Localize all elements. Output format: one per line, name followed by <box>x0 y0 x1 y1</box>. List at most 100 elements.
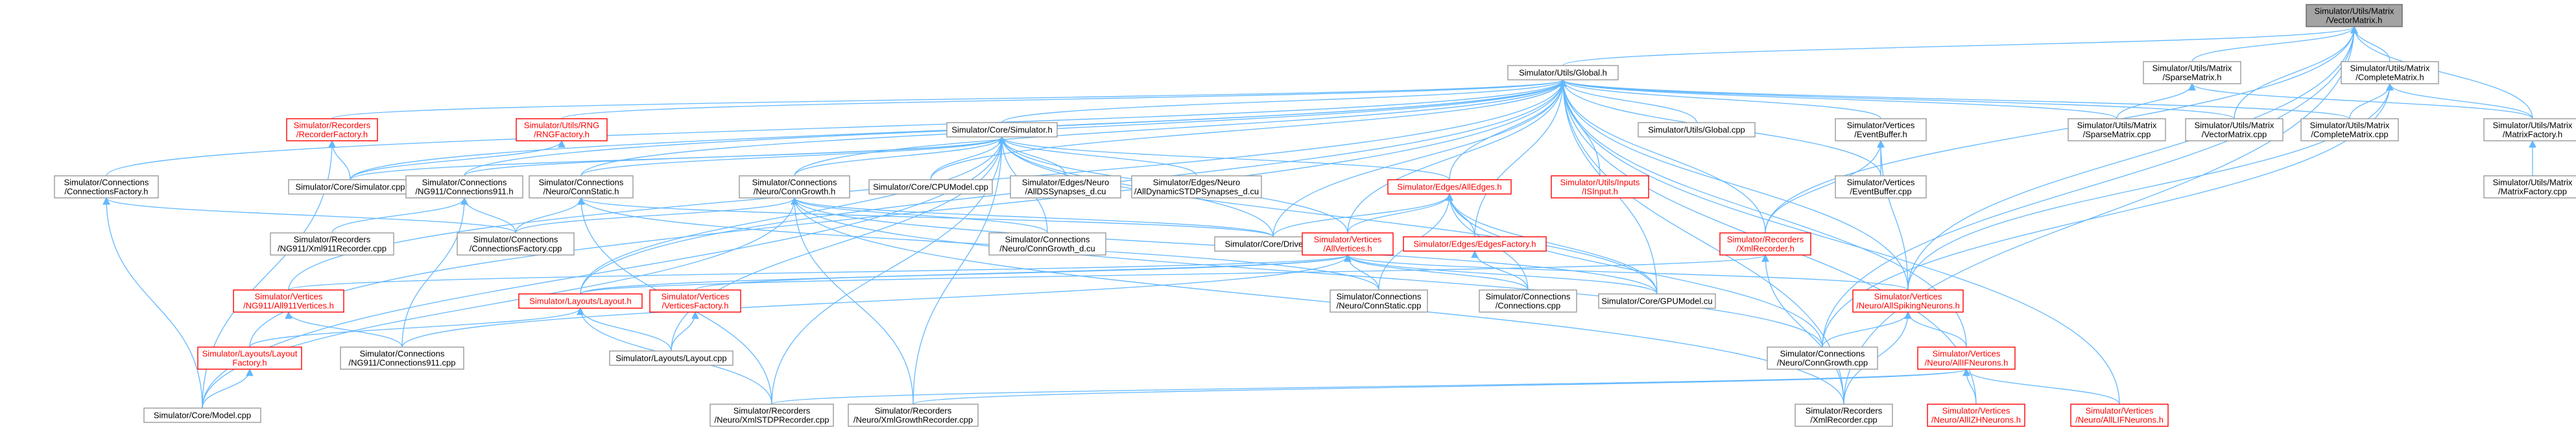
node-label-line: Simulator/Core/Model.cpp <box>154 411 251 420</box>
node-conn911cpp[interactable]: Simulator/Connections/NG911/Connections9… <box>340 346 464 370</box>
node-ng911rec[interactable]: Simulator/Recorders/NG911/Xml911Recorder… <box>270 232 394 256</box>
edge-simh-from-cpumodel <box>930 136 1006 180</box>
node-xmlgrowth[interactable]: Simulator/Recorders/Neuro/XmlGrowthRecor… <box>848 404 979 427</box>
node-connstatic[interactable]: Simulator/Connections/Neuro/ConnStatic.h <box>529 175 634 199</box>
node-gpumodel[interactable]: Simulator/Core/GPUModel.cu <box>1598 293 1716 309</box>
node-modelcpp[interactable]: Simulator/Core/Model.cpp <box>143 407 261 423</box>
node-label-line: Simulator/Vertices <box>1847 178 1915 188</box>
node-xmlstdp[interactable]: Simulator/Recorders/Neuro/XmlSTDPRecorde… <box>710 404 834 427</box>
edge-simh-from-gpumodel <box>998 136 1658 295</box>
node-matfactorycpp[interactable]: Simulator/Utils/Matrix/MatrixFactory.cpp <box>2483 175 2576 199</box>
node-conngrowth[interactable]: Simulator/Connections/Neuro/ConnGrowth.h <box>739 175 850 199</box>
node-box <box>1507 65 1619 80</box>
node-box <box>1927 404 2025 427</box>
edge-alledges-from-conngrowthcpp <box>1446 193 1823 348</box>
edge-global-from-completecpp <box>1559 79 2350 119</box>
edge-global-from-edgesfactory <box>1474 79 1567 237</box>
edge-simh-from-alledges <box>998 136 1450 180</box>
node-label-line: /XmlRecorder.h <box>1736 244 1795 254</box>
node-global[interactable]: Simulator/Utils/Global.h <box>1507 65 1619 80</box>
node-label-line: Simulator/Utils/Matrix <box>2493 121 2573 130</box>
node-alledges[interactable]: Simulator/Edges/AllEdges.h <box>1387 179 1512 195</box>
node-label-line: /VectorMatrix.h <box>2326 16 2383 25</box>
node-label-line: Simulator/Core/GPUModel.cu <box>1601 297 1712 306</box>
node-label-line: /Neuro/ConnGrowth.cpp <box>1777 358 1868 368</box>
node-allif[interactable]: Simulator/Vertices/Neuro/AllIFNeurons.h <box>1917 346 2016 370</box>
node-conngrowthcpp[interactable]: Simulator/Connections/Neuro/ConnGrowth.c… <box>1767 346 1878 370</box>
node-box <box>286 118 378 141</box>
node-label-line: Simulator/Connections <box>1780 349 1865 359</box>
node-xmlrec[interactable]: Simulator/Recorders/XmlRecorder.h <box>1719 232 1811 256</box>
node-box <box>1917 346 2016 370</box>
edge-xmlrec-from-layouth <box>580 254 1769 295</box>
node-eventbufcpp[interactable]: Simulator/Vertices/EventBuffer.cpp <box>1835 175 1927 199</box>
node-label-line: Simulator/Utils/Matrix <box>2195 121 2274 130</box>
edge-global-from-vmcpp <box>1559 79 2235 119</box>
node-box <box>270 232 394 256</box>
edge-alledges-from-allvert <box>1347 193 1453 234</box>
node-all911[interactable]: Simulator/Vertices/NG911/All911Vertices.… <box>233 289 344 313</box>
edge-simh-from-alldyn <box>998 136 1197 176</box>
node-label-line: Simulator/Recorders <box>1727 235 1804 245</box>
node-box <box>1387 179 1512 195</box>
edge-global-from-recfactory <box>331 79 1567 119</box>
node-box <box>405 175 523 199</box>
node-complete[interactable]: Simulator/Utils/Matrix/CompleteMatrix.h <box>2341 61 2439 84</box>
node-label-line: /Neuro/XmlSTDPRecorder.cpp <box>714 415 829 425</box>
node-eventbuf[interactable]: Simulator/Vertices/EventBuffer.h <box>1835 118 1927 141</box>
node-box <box>2143 61 2241 84</box>
node-connfactory[interactable]: Simulator/Connections/ConnectionsFactory… <box>54 175 159 199</box>
node-allizh[interactable]: Simulator/Vertices/Neuro/AllIZHNeurons.h <box>1927 404 2025 427</box>
node-label-line: /SparseMatrix.cpp <box>2083 130 2151 139</box>
node-box <box>2185 118 2284 141</box>
node-label-line: /Neuro/XmlGrowthRecorder.cpp <box>853 415 973 425</box>
edge-global-from-rngfactory <box>561 79 1567 119</box>
node-alldyn[interactable]: Simulator/Edges/Neuro/AllDynamicSTDPSyna… <box>1131 175 1262 199</box>
node-box <box>946 122 1058 138</box>
node-matfactory[interactable]: Simulator/Utils/Matrix/MatrixFactory.h <box>2483 118 2576 141</box>
node-layer: Simulator/Utils/Matrix/VectorMatrix.hSim… <box>54 4 2576 427</box>
node-globalcpp[interactable]: Simulator/Utils/Global.cpp <box>1638 122 1756 138</box>
edge-vm-from-vmcpp <box>2234 25 2358 119</box>
node-layoutcpp[interactable]: Simulator/Layouts/Layout.cpp <box>609 350 733 366</box>
node-label-line: /Neuro/AllSpikingNeurons.h <box>1856 301 1960 311</box>
node-recfactory[interactable]: Simulator/Recorders/RecorderFactory.h <box>286 118 378 141</box>
node-alllif[interactable]: Simulator/Vertices/Neuro/AllLIFNeurons.h <box>2070 404 2169 427</box>
edge-edgesfactory-from-connectionscpp <box>1471 250 1529 291</box>
node-allvert[interactable]: Simulator/Vertices/AllVertices.h <box>1302 232 1394 256</box>
node-connectionscpp[interactable]: Simulator/Connections/Connections.cpp <box>1479 289 1577 313</box>
node-allds[interactable]: Simulator/Edges/Neuro/AllDSSynapses_d.cu <box>1010 175 1121 199</box>
node-simcpp[interactable]: Simulator/Core/Simulator.cpp <box>288 179 412 195</box>
node-label-line: Simulator/Core/Driver.cpp <box>1225 239 1322 249</box>
edge-global-from-connfactory <box>106 79 1567 176</box>
node-box <box>2483 175 2576 199</box>
node-conn911[interactable]: Simulator/Connections/NG911/Connections9… <box>405 175 523 199</box>
node-vmcpp[interactable]: Simulator/Utils/Matrix/VectorMatrix.cpp <box>2185 118 2284 141</box>
node-sparse[interactable]: Simulator/Utils/Matrix/SparseMatrix.h <box>2143 61 2241 84</box>
node-connstaticcpp[interactable]: Simulator/Connections/Neuro/ConnStatic.c… <box>1330 289 1428 313</box>
node-isinput[interactable]: Simulator/Utils/Inputs/ISInput.h <box>1551 175 1649 199</box>
node-box <box>2300 118 2399 141</box>
edge-allvert-from-vertfactory <box>695 254 1352 291</box>
node-connfactorycpp[interactable]: Simulator/Connections/ConnectionsFactory… <box>457 232 575 256</box>
node-label-line: /Connections.cpp <box>1496 301 1560 311</box>
node-label-line: Simulator/Utils/Matrix <box>2350 64 2430 73</box>
node-allspiking[interactable]: Simulator/Vertices/Neuro/AllSpikingNeuro… <box>1852 289 1964 313</box>
node-label-line: /NG911/Xml911Recorder.cpp <box>278 244 387 254</box>
node-vertfactory[interactable]: Simulator/Vertices/VerticesFactory.h <box>649 289 741 313</box>
node-conngrowthcu[interactable]: Simulator/Connections/Neuro/ConnGrowth_d… <box>988 232 1106 256</box>
node-label-line: Simulator/Layouts/Layout.h <box>529 297 632 306</box>
node-cpumodel[interactable]: Simulator/Core/CPUModel.cpp <box>868 179 993 195</box>
edge-allvert-from-allspiking <box>1344 254 1909 291</box>
node-label-line: Simulator/Vertices <box>662 292 730 302</box>
node-xmlreccpp[interactable]: Simulator/Recorders/XmlRecorder.cpp <box>1795 404 1893 427</box>
edge-global-from-globalcpp <box>1559 79 1697 123</box>
node-layouth[interactable]: Simulator/Layouts/Layout.h <box>518 293 643 309</box>
node-sparsecpp[interactable]: Simulator/Utils/Matrix/SparseMatrix.cpp <box>2068 118 2166 141</box>
node-rngfactory[interactable]: Simulator/Utils/RNG/RNGFactory.h <box>516 118 608 141</box>
node-completecpp[interactable]: Simulator/Utils/Matrix/CompleteMatrix.cp… <box>2300 118 2399 141</box>
node-simh[interactable]: Simulator/Core/Simulator.h <box>946 122 1058 138</box>
node-label-line: Simulator/Connections <box>1337 292 1422 302</box>
node-edgesfactory[interactable]: Simulator/Edges/EdgesFactory.h <box>1403 236 1547 252</box>
